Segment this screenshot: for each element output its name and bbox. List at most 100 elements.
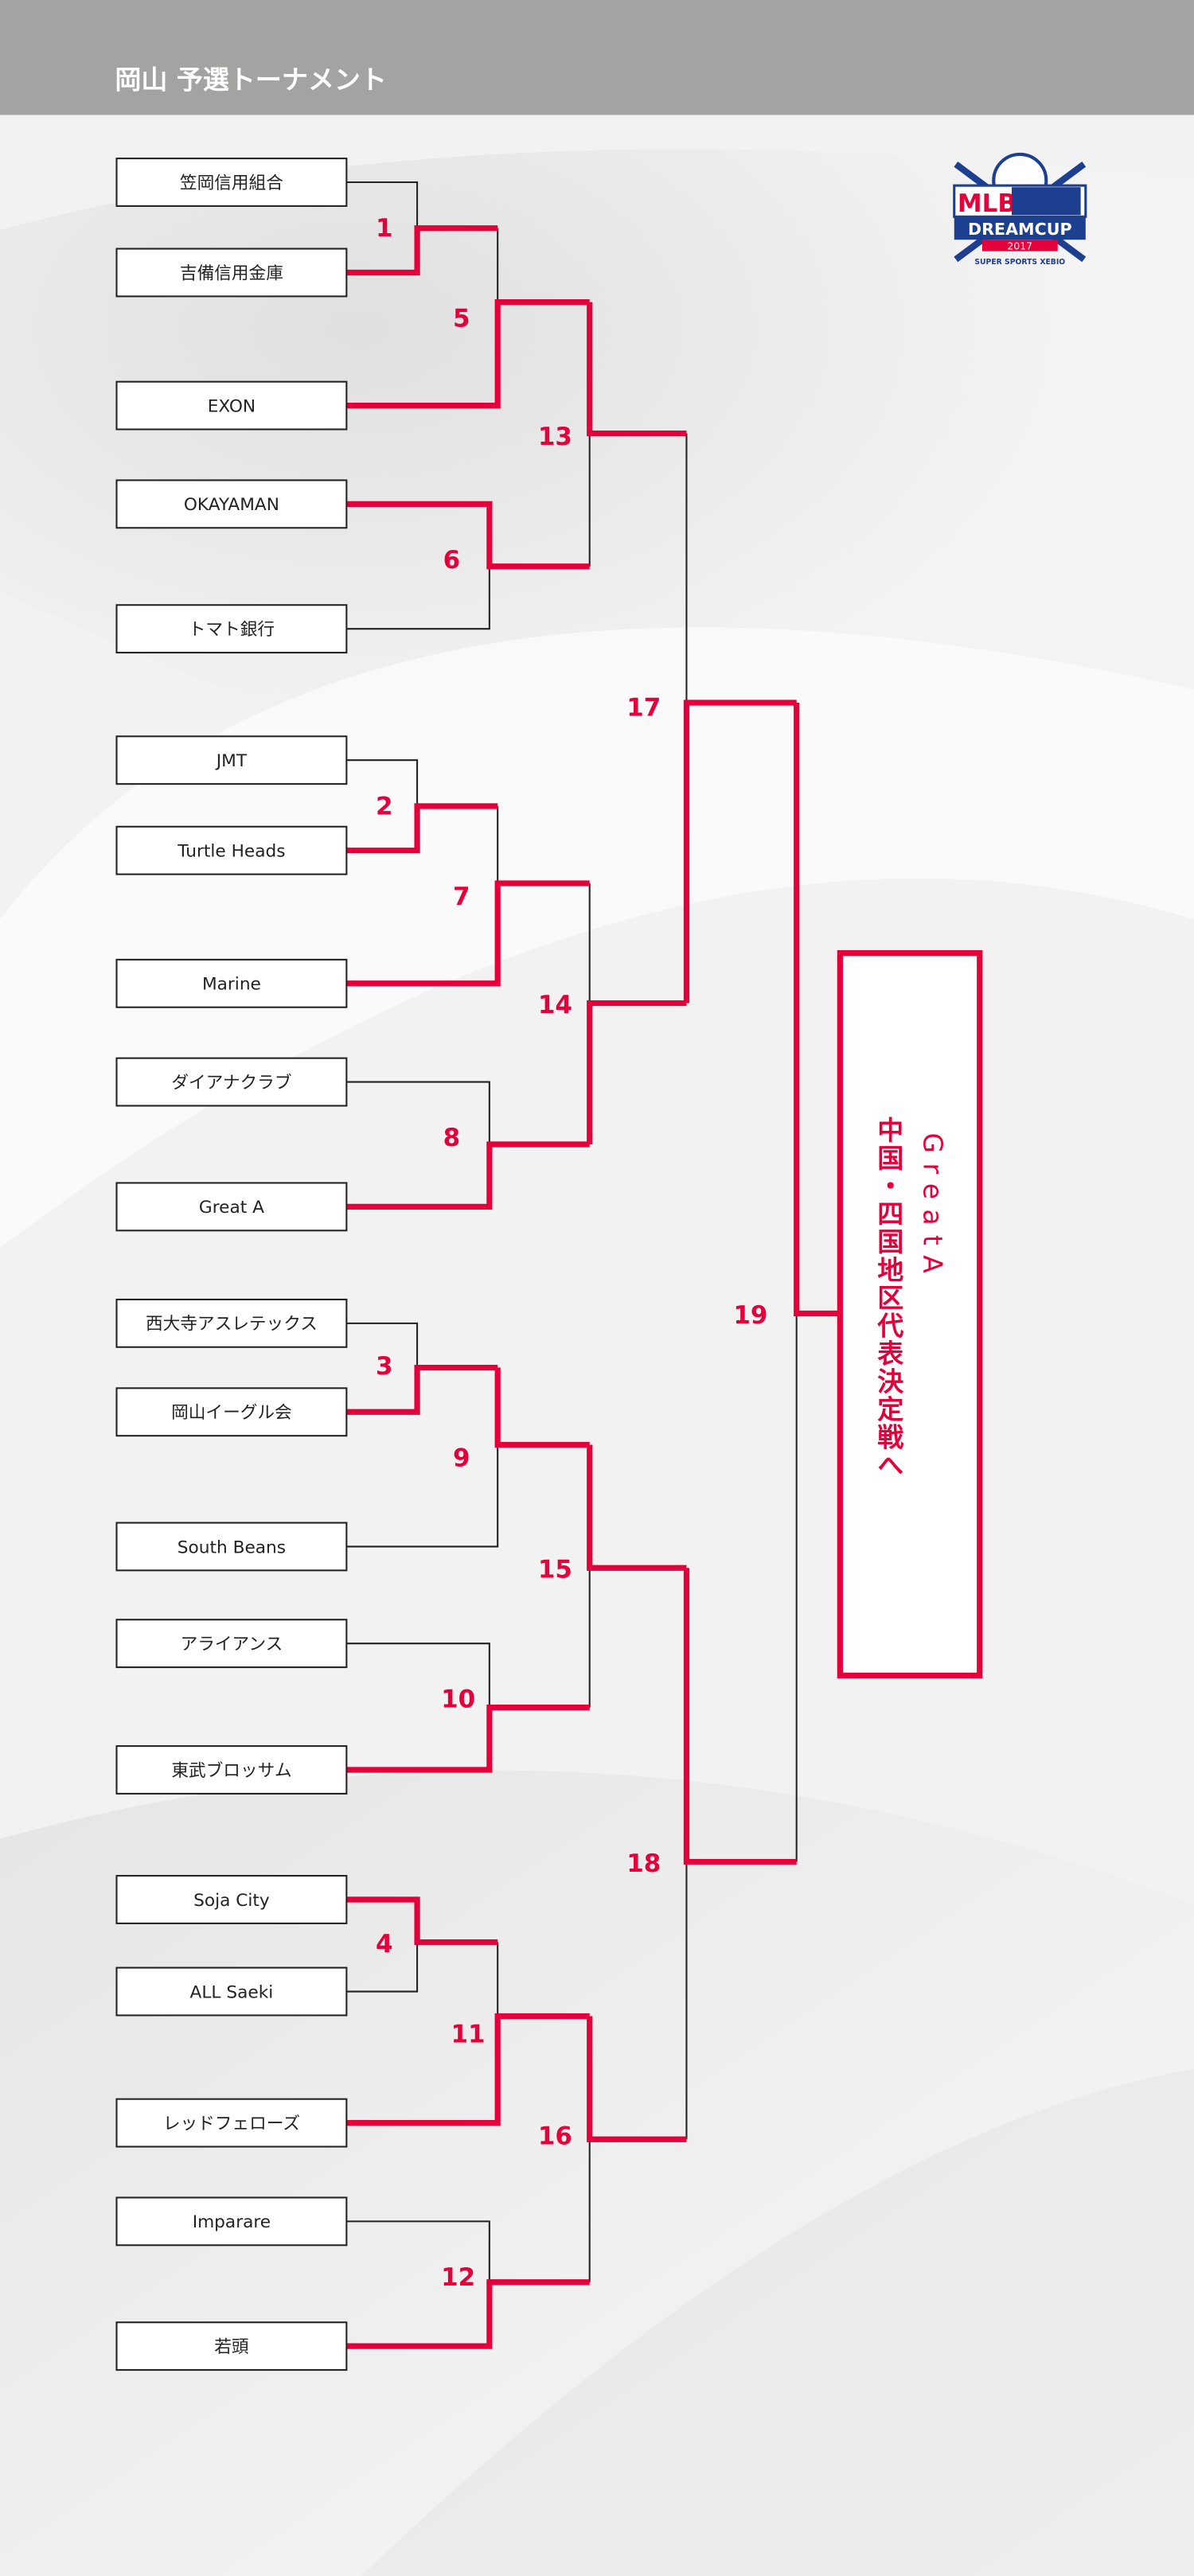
svg-text:SUPER SPORTS XEBIO: SUPER SPORTS XEBIO [974, 258, 1065, 267]
bracket-line-winner [346, 501, 590, 570]
bracket-line [346, 1643, 490, 1708]
bracket-line-winner [346, 1896, 498, 1946]
team-box-frame [115, 958, 348, 1008]
bracket-line-winner [587, 2016, 687, 2142]
team-box-frame [115, 1745, 348, 1795]
bracket-line [346, 1322, 419, 1368]
bracket-line [346, 1942, 419, 1993]
team-box-frame [115, 735, 348, 785]
bracket-line-winner [346, 1141, 590, 1210]
team-box-frame [115, 1182, 348, 1232]
match-number: 5 [453, 305, 470, 333]
team-box-frame [115, 2321, 348, 2371]
bracket-line [346, 1444, 499, 1548]
team-name: レッドフェローズ [163, 2114, 300, 2134]
team-name: JMT [215, 751, 248, 771]
team-box-frame [115, 604, 348, 654]
bracket-line-winner [346, 880, 590, 987]
header-bar: 岡山 予選トーナメント [0, 0, 1194, 115]
bracket-line-winner [346, 2013, 590, 2126]
bracket-line [346, 759, 419, 806]
team-name: ダイアナクラブ [171, 1073, 291, 1093]
team-box-frame [115, 479, 348, 529]
destination-text: 中国・四国地区代表決定戦へ [873, 1117, 905, 1479]
bracket-line-winner [587, 1000, 687, 1144]
team-name: Marine [202, 975, 261, 995]
team-box: South Beans [115, 1522, 348, 1572]
team-box-frame [115, 1619, 348, 1669]
match-number: 11 [451, 2020, 486, 2048]
team-box-frame [115, 1522, 348, 1572]
team-box-frame [115, 1387, 348, 1437]
team-name: ALL Saeki [190, 1982, 274, 2002]
team-name: South Beans [178, 1537, 286, 1557]
team-name: 岡山イーグル会 [171, 1403, 292, 1423]
bracket-lines-losers [346, 181, 798, 2282]
team-box: Marine [115, 958, 348, 1008]
match-number: 18 [626, 1849, 661, 1878]
team-name: 吉備信用金庫 [180, 263, 283, 283]
bracket-lines-winners [346, 225, 838, 2349]
team-box: Turtle Heads [115, 825, 348, 875]
bracket-line-winner [346, 2279, 590, 2349]
team-box-frame [115, 380, 348, 431]
team-name: アライアンス [181, 1635, 283, 1654]
bracket-line [346, 1081, 490, 1144]
team-box: 若頭 [115, 2321, 348, 2371]
team-name: 若頭 [214, 2337, 249, 2357]
bracket-line-winner [587, 1444, 687, 1571]
match-number: 7 [453, 883, 470, 911]
team-box-frame [115, 247, 348, 298]
team-name: Great A [199, 1198, 264, 1218]
svg-text:2017: 2017 [1008, 241, 1032, 252]
bracket-line-winner [346, 225, 498, 276]
team-name: 笠岡信用組合 [180, 173, 283, 193]
bracket-line-winner [683, 1568, 797, 1865]
match-number: 8 [443, 1124, 461, 1152]
team-box: 西大寺アスレテックス [115, 1298, 348, 1348]
match-number: 17 [626, 694, 661, 723]
team-name: Soja City [193, 1891, 270, 1911]
team-box-frame [115, 158, 348, 207]
bracket-line-winner [587, 302, 687, 437]
match-number: 3 [376, 1352, 393, 1381]
match-number: 15 [538, 1556, 572, 1584]
team-box: ALL Saeki [115, 1966, 348, 2017]
page-title: 岡山 予選トーナメント [115, 64, 387, 95]
team-name: EXON [208, 396, 256, 416]
team-box: Soja City [115, 1875, 348, 1924]
team-box: アライアンス [115, 1619, 348, 1669]
team-name: トマト銀行 [189, 620, 275, 640]
bracket-line-winner [346, 1705, 590, 1773]
bracket-line-winner [683, 700, 797, 1004]
team-name: 西大寺アスレテックス [146, 1315, 318, 1335]
team-box: 吉備信用金庫 [115, 247, 348, 298]
team-box: ダイアナクラブ [115, 1057, 348, 1107]
mlb-dreamcup-logo: MLB DREAMCUP 2017 SUPER SPORTS XEBIO [953, 152, 1087, 267]
bracket-line-winner [494, 1367, 590, 1448]
team-box-frame [115, 1966, 348, 2017]
team-name: Imparare [193, 2212, 271, 2232]
bracket-line-winner [794, 703, 838, 1317]
bracket-line-winner [346, 1364, 498, 1415]
team-box: レッドフェローズ [115, 2098, 348, 2148]
team-box-frame [115, 825, 348, 875]
bracket-line [346, 2220, 490, 2282]
bracket-line-winner [346, 803, 498, 854]
team-box: 笠岡信用組合 [115, 158, 348, 207]
team-box-frame [115, 2196, 348, 2247]
match-number: 19 [733, 1301, 767, 1330]
match-number: 12 [441, 2263, 475, 2292]
bracket-line [346, 181, 419, 228]
bracket-line-winner [346, 298, 590, 409]
team-name: OKAYAMAN [184, 495, 279, 515]
team-box: Great A [115, 1182, 348, 1232]
team-box: Imparare [115, 2196, 348, 2247]
svg-text:MLB: MLB [958, 189, 1016, 218]
team-box: EXON [115, 380, 348, 431]
team-name: Turtle Heads [177, 842, 285, 862]
team-box-frame [115, 1875, 348, 1924]
match-number: 9 [453, 1444, 470, 1472]
